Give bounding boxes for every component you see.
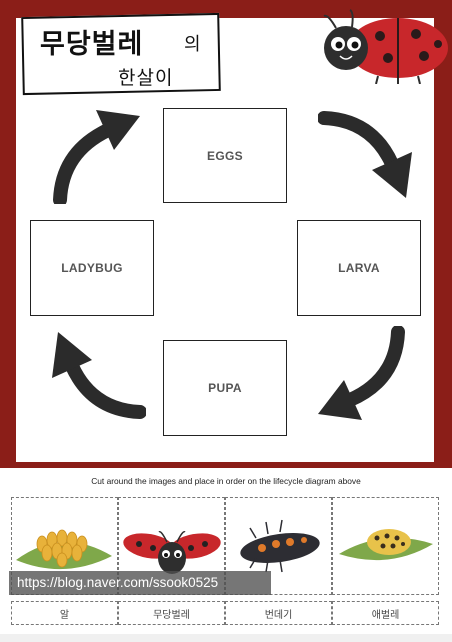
arrow-bottom-left-icon	[52, 332, 146, 419]
ladybug-mascot-icon	[323, 9, 448, 84]
worksheet-frame: 무당벌레 의 한살이 EGGS LARVA PUPA LADYBUG	[0, 0, 452, 468]
eggs-on-leaf-icon	[16, 529, 112, 570]
page-subtitle: 한살이	[118, 67, 174, 89]
arrow-top-right-icon	[318, 111, 412, 198]
blog-url-link[interactable]: https://blog.naver.com/ssook0525	[9, 571, 271, 595]
cutout-label-cell: 알	[11, 601, 118, 625]
cutout-grid: 알 무당벌레 번데기 애벌레	[11, 497, 439, 627]
stage-pupa-box: PUPA	[163, 340, 287, 436]
arrow-top-left-icon	[53, 110, 140, 204]
cutout-label: 애벌레	[371, 610, 400, 621]
cutout-label: 번데기	[264, 610, 293, 621]
cutout-label-cell: 무당벌레	[118, 601, 225, 625]
page-title: 무당벌레	[40, 29, 144, 60]
cutout-cell-larva	[225, 497, 332, 595]
cutout-label-cell: 번데기	[225, 601, 332, 625]
cutout-label: 알	[59, 610, 70, 621]
larva-icon	[240, 519, 320, 573]
ladybug-flying-icon	[123, 530, 221, 574]
cutout-label: 무당벌레	[153, 610, 190, 621]
stage-larva-box: LARVA	[297, 220, 421, 316]
cutout-label-cell: 애벌레	[332, 601, 439, 625]
stage-ladybug-box: LADYBUG	[30, 220, 154, 316]
cutout-cell-pupa	[332, 497, 439, 595]
arrow-bottom-right-icon	[318, 326, 405, 420]
pupa-on-leaf-icon	[339, 529, 433, 561]
bottom-strip	[0, 634, 452, 642]
cut-instruction: Cut around the images and place in order…	[91, 476, 361, 486]
title-particle: 의	[184, 34, 201, 55]
stage-eggs-box: EGGS	[163, 108, 287, 203]
